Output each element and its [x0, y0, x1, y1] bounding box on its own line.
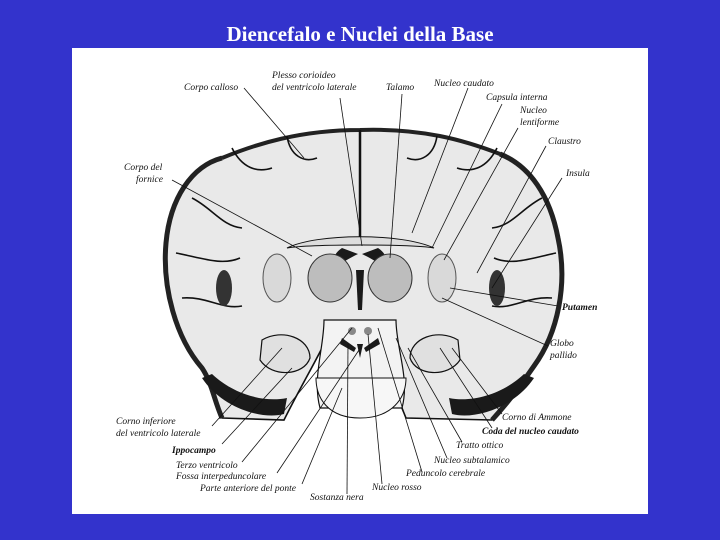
putamen-right	[427, 253, 457, 303]
sulcus-left-1	[191, 197, 243, 229]
slide-title: Diencefalo e Nuclei della Base	[226, 22, 494, 46]
leader-lines	[171, 87, 563, 495]
label-capsula-interna: Capsula interna	[486, 93, 548, 103]
label-claustro: Claustro	[548, 137, 581, 147]
label-peduncolo-cerebrale: Peduncolo cerebrale	[405, 469, 485, 479]
sulcus-left-4	[231, 147, 273, 171]
sulcus-left-5	[286, 135, 318, 161]
label-ippocampo: Ippocampo	[171, 446, 216, 456]
putamen-left	[262, 253, 292, 303]
sulcus-right-5	[406, 135, 438, 161]
label-globo-line1: Globo	[550, 339, 574, 349]
label-globo-line2: pallido	[549, 351, 577, 361]
hippocampus-left	[259, 334, 311, 374]
label-terzo-ventricolo: Terzo ventricolo	[176, 461, 238, 471]
brain-coronal-section-figure: Corpo calloso Plesso corioideo del ventr…	[72, 48, 648, 514]
label-corpo-calloso: Corpo calloso	[184, 83, 238, 93]
label-fossa-interpeduncolare: Fossa interpeduncolare	[175, 472, 266, 482]
brain-diagram: Corpo calloso Plesso corioideo del ventr…	[116, 71, 597, 503]
label-nucleo-rosso: Nucleo rosso	[371, 483, 422, 493]
label-corno-inferiore-line1: Corno inferiore	[116, 416, 176, 427]
corpus-callosum	[286, 236, 435, 249]
sulcus-right-1	[491, 197, 543, 229]
label-talamo: Talamo	[386, 83, 414, 93]
label-nucleo-caudato: Nucleo caudato	[433, 79, 494, 89]
label-plesso-line2: del ventricolo laterale	[272, 83, 356, 93]
label-nucleo-lentiforme-line1: Nucleo	[519, 106, 547, 116]
hippocampus-right	[409, 334, 461, 374]
temporal-lobe-dark-left	[202, 374, 287, 416]
label-corpo-fornice-line1: Corpo del	[124, 163, 163, 173]
sulcus-right-3	[491, 297, 553, 308]
insula-right	[489, 270, 505, 306]
sulcus-right-2	[493, 252, 557, 263]
label-tratto-ottico: Tratto ottico	[456, 441, 503, 451]
label-corpo-fornice-line2: fornice	[136, 174, 163, 185]
label-parte-anteriore-ponte: Parte anteriore del ponte	[199, 484, 296, 494]
temporal-lobe-dark-right	[449, 374, 534, 416]
third-ventricle	[356, 270, 364, 310]
label-nucleo-subtalamico: Nucleo subtalamico	[433, 456, 510, 466]
interpeduncular-fossa	[357, 344, 363, 358]
label-coda-caudato: Coda del nucleo caudato	[482, 427, 579, 437]
red-nucleus-right	[364, 327, 372, 335]
substantia-nigra-r	[364, 338, 380, 352]
thalamus-right	[367, 253, 413, 303]
sulcus-right-4	[456, 147, 498, 171]
red-nucleus-left	[348, 327, 356, 335]
label-putamen: Putamen	[562, 303, 597, 313]
label-plesso-line1: Plesso corioideo	[271, 71, 336, 81]
sulcus-left-3	[181, 297, 243, 308]
thalamus-left	[307, 253, 353, 303]
label-insula: Insula	[565, 169, 590, 179]
label-corno-ammone: Corno di Ammone	[502, 413, 572, 423]
cortex-rim-top	[221, 127, 501, 160]
label-sostanza-nera: Sostanza nera	[310, 493, 364, 503]
label-nucleo-lentiforme-line2: lentiforme	[520, 117, 559, 128]
pons	[315, 377, 407, 419]
label-corno-inferiore-line2: del ventricolo laterale	[116, 429, 200, 439]
insula-left	[216, 270, 232, 306]
sulcus-left-2	[175, 252, 241, 263]
